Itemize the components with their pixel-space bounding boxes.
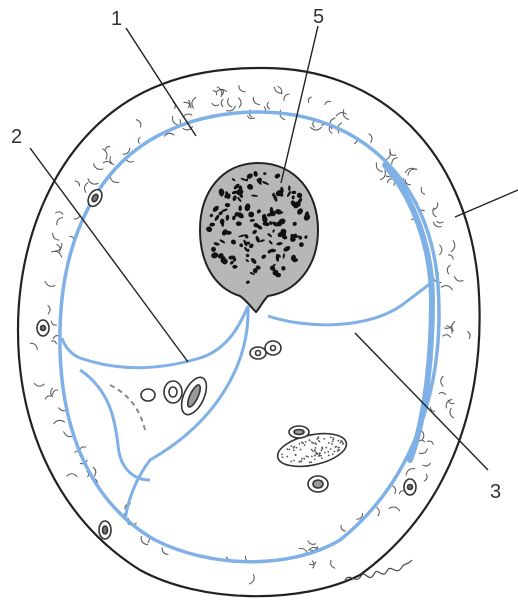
nerve-stipple [293, 446, 295, 448]
nerve-stipple [300, 460, 302, 462]
nerve-stipple [281, 453, 283, 455]
nerve-stipple [304, 444, 306, 446]
nerve-stipple [321, 448, 323, 450]
nerve-stipple [340, 440, 342, 442]
nerve-stipple [318, 440, 320, 442]
nerve-stipple [309, 439, 311, 441]
nerve-stipple [337, 440, 339, 442]
leader-line-4 [455, 190, 518, 217]
nerve-stipple [316, 453, 318, 455]
nerve-stipple [328, 442, 330, 444]
nerve-stipple [290, 461, 292, 463]
nerve-stipple [323, 438, 325, 440]
nerve-stipple [320, 455, 322, 457]
nerve-stipple [314, 455, 316, 457]
nerve-stipple [330, 437, 332, 439]
nerve-stipple [334, 451, 336, 453]
nerve-stipple [303, 458, 305, 460]
nerve-stipple [307, 456, 309, 458]
nerve-stipple [312, 450, 314, 452]
nerve-stipple [331, 443, 333, 445]
bone-pore [288, 185, 290, 191]
nerve-stipple [325, 447, 327, 449]
nerve-stipple [314, 450, 316, 452]
nerve-stipple [332, 439, 334, 441]
nerve-stipple [321, 449, 323, 451]
callout-label-3: 3 [490, 482, 501, 502]
nerve-stipple [296, 447, 298, 449]
nerve-stipple [301, 458, 303, 460]
nerve-stipple [342, 443, 344, 445]
nerve-stipple [300, 449, 302, 451]
nerve-stipple [289, 449, 291, 451]
nerve-stipple [315, 443, 317, 445]
nerve-stipple [290, 445, 292, 447]
nerve-stipple [311, 449, 313, 451]
nerve-stipple [309, 462, 311, 464]
nerve-stipple [286, 456, 288, 458]
callout-label-1: 1 [111, 9, 122, 29]
nerve-stipple [312, 442, 314, 444]
nerve-stipple [317, 438, 319, 440]
nerve-stipple [295, 454, 297, 456]
callout-label-2: 2 [11, 127, 22, 147]
nerve-stipple [302, 442, 304, 444]
nerve-stipple [328, 455, 330, 457]
nerve-stipple [293, 460, 295, 462]
nerve-stipple [293, 449, 295, 451]
subcutaneous-layer [18, 68, 480, 596]
nerve-stipple [286, 448, 288, 450]
nerve-stipple [339, 442, 341, 444]
nerve-stipple [311, 441, 313, 443]
nerve-stipple [282, 456, 284, 458]
bone-pore [211, 247, 216, 252]
nerve-stipple [299, 443, 301, 445]
nerve-stipple [319, 453, 321, 455]
nerve-stipple [318, 455, 320, 457]
nerve-stipple [315, 447, 317, 449]
nerve-stipple [332, 453, 334, 455]
nerve-stipple [337, 449, 339, 451]
nerve-stipple [327, 451, 329, 453]
nerve-stipple [335, 446, 337, 448]
nerve-stipple [310, 461, 312, 463]
nerve-stipple [321, 458, 323, 460]
nerve-stipple [330, 448, 332, 450]
nerve-stipple [305, 441, 307, 443]
nerve-stipple [338, 447, 340, 449]
callout-label-5: 5 [313, 7, 324, 27]
nerve-stipple [324, 452, 326, 454]
nerve-stipple [332, 441, 334, 443]
nerve-stipple [314, 459, 316, 461]
nerve-stipple [311, 456, 313, 458]
nerve-stipple [306, 455, 308, 457]
nerve-stipple [298, 461, 300, 463]
